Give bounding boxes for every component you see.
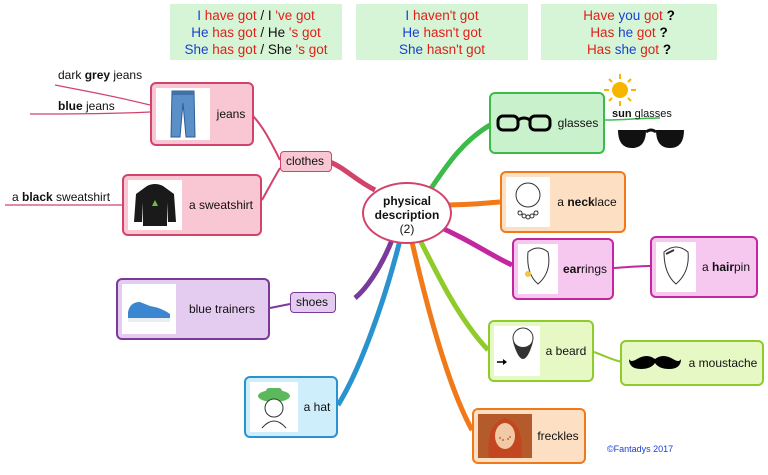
label-necklace: a necklace [557,195,617,209]
link-sunglasses [604,117,661,121]
copyright: ©Fantadys 2017 [607,444,674,454]
link-hairpin [613,265,651,269]
link-grey-jeans [54,84,151,106]
link-center-glasses [427,122,492,192]
category-shoes: shoes [290,292,336,313]
label-black-sweatshirt: a black sweatshirt [12,190,111,204]
sweatshirt-icon [128,180,182,230]
grammar-question-box: Have you got ? Has he got ? Has she got … [541,4,717,60]
grammar-positive-box: I have got / I 've got He has got / He '… [170,4,342,60]
sun-icon [602,72,638,108]
link-clothes-jeans [251,114,281,161]
label-jeans: jeans [216,107,246,121]
earrings-icon [518,244,558,294]
label-blue-jeans: blue jeans [58,99,115,113]
node-beard: a beard [488,320,594,382]
label-hat: a hat [303,400,331,414]
link-center-hat [335,239,403,407]
label-beard: a beard [545,344,587,358]
link-center-beard [417,238,490,352]
link-center-clothes [328,159,377,193]
freckles-icon [478,414,532,458]
hat-icon [250,382,298,432]
trainers-icon [122,284,176,334]
label-trainers: blue trainers [188,302,256,316]
glasses-icon [495,98,553,148]
label-sweatshirt: a sweatshirt [188,198,254,212]
label-sunglasses: sun glasses [612,108,672,120]
node-glasses: glasses [489,92,605,154]
node-moustache: a moustache [620,340,764,386]
link-center-freckles [409,241,475,432]
node-necklace: a necklace [500,171,626,233]
beard-icon [494,326,540,376]
label-moustache: a moustache [688,356,758,370]
sunglasses-icon [616,124,686,154]
grammar-negative-box: I haven't got He hasn't got She hasn't g… [356,4,528,60]
hairpin-icon [656,242,696,292]
node-hat: a hat [244,376,338,438]
node-trainers: blue trainers [116,278,270,340]
label-glasses: glasses [557,116,599,130]
link-moustache [593,351,623,363]
label-dark-grey-jeans: dark grey jeans [58,68,143,82]
category-clothes: clothes [280,151,332,172]
jeans-icon [156,88,210,140]
moustache-icon [626,346,684,380]
node-freckles: freckles [472,408,586,464]
label-earrings: earrings [562,262,608,276]
link-shoes-trainers [269,303,291,309]
node-earrings: earrings [512,238,614,300]
label-hairpin: a hairpin [701,260,751,274]
node-hairpin: a hairpin [650,236,758,298]
node-jeans: jeans [150,82,254,146]
node-sweatshirt: a sweatshirt [122,174,262,236]
link-blue-jeans [29,111,151,115]
link-center-shoes [353,239,395,300]
necklace-icon [506,177,550,227]
center-topic: physical description (2) [362,182,452,244]
link-clothes-sweatshirt [261,167,281,201]
label-freckles: freckles [537,429,579,443]
